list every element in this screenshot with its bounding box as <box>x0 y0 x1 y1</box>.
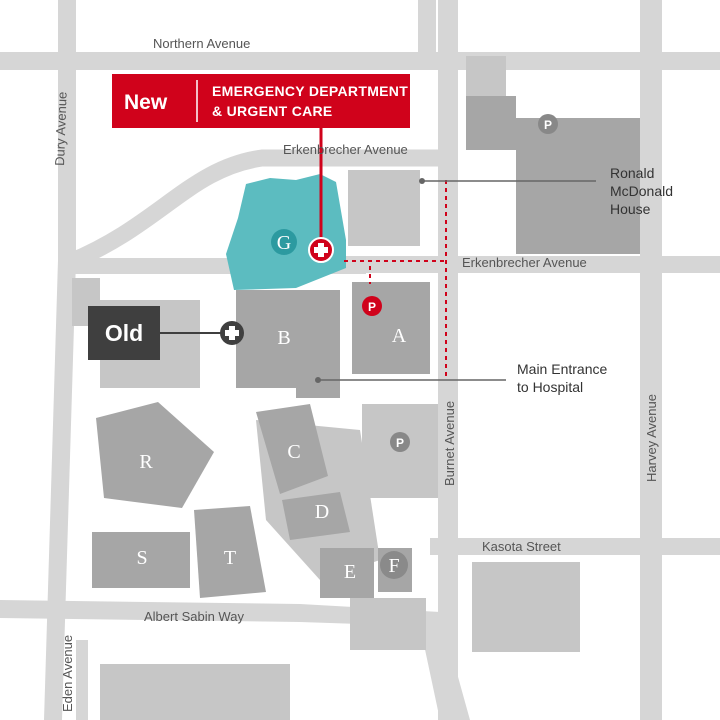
building-e <box>320 548 374 598</box>
dury-avenue-label: Dury Avenue <box>52 91 70 166</box>
emergency-route <box>344 180 447 378</box>
callout-lines <box>158 128 596 381</box>
building-c-letter: C <box>287 441 300 463</box>
northern-avenue-road <box>0 52 720 70</box>
hospital-buildings <box>92 96 640 598</box>
old-ed-label-box <box>88 306 160 360</box>
new-ed-title-line1: EMERGENCY DEPARTMENT <box>212 83 408 99</box>
ronald-mcdonald-line1: Ronald <box>610 165 654 181</box>
erkenbrecher-right-label: Erkenbrecher Avenue <box>462 255 587 270</box>
minor-buildings <box>72 56 580 720</box>
main-entrance-line1: Main Entrance <box>517 361 607 377</box>
new-ed-cross-icon <box>308 237 334 263</box>
new-tag: New <box>124 91 168 114</box>
parking-label-ed: P <box>368 300 376 314</box>
harvey-avenue-label: Harvey Avenue <box>644 394 659 482</box>
erkenbrecher-top-label: Erkenbrecher Avenue <box>283 142 408 157</box>
parking-icon-lot <box>390 432 410 452</box>
ronald-mcdonald-line3: House <box>610 201 651 217</box>
old-ed-cross-icon <box>220 321 244 345</box>
building-s-letter: S <box>136 547 147 569</box>
burnet-avenue-road <box>438 0 458 720</box>
erkenbrecher-avenue-curve <box>66 149 440 270</box>
albert-sabin-way-label: Albert Sabin Way <box>144 609 244 624</box>
building-b-letter: B <box>277 327 290 349</box>
building-e-letter: E <box>344 561 356 583</box>
kasota-street-label: Kasota Street <box>482 539 561 554</box>
building-d <box>282 492 350 540</box>
kasota-building <box>472 562 580 652</box>
building-t-letter: T <box>224 547 236 569</box>
harvey-avenue-road <box>640 0 662 720</box>
building-c <box>256 404 328 494</box>
building-d-letter: D <box>315 501 329 523</box>
parking-icon-garage <box>538 114 558 134</box>
old-tag: Old <box>105 320 143 346</box>
building-s <box>92 532 190 588</box>
northern-avenue-label: Northern Avenue <box>153 36 250 51</box>
entrance-callout-dot <box>315 377 321 383</box>
building-b <box>236 290 340 398</box>
building-t <box>194 506 266 598</box>
north-vertical-road <box>418 0 436 62</box>
main-entrance-line2: to Hospital <box>517 379 583 395</box>
eden-avenue-label: Eden Avenue <box>60 635 75 712</box>
parking-icon-ed <box>362 296 382 316</box>
building-f-letter: F <box>388 555 399 577</box>
bottom-garage <box>100 664 290 720</box>
building-g-letter: G <box>277 232 291 254</box>
ronald-callout-dot <box>419 178 425 184</box>
ronald-mcdonald-line2: McDonald <box>610 183 673 199</box>
burnet-avenue-label: Burnet Avenue <box>442 401 457 486</box>
lower-diagonal-road <box>300 604 470 720</box>
parking-label-garage: P <box>544 118 552 132</box>
old-ed-label: Old <box>88 306 160 360</box>
building-g-badge <box>271 229 297 255</box>
new-ed-title-line2: & URGENT CARE <box>212 103 333 119</box>
building-a-letter: A <box>392 325 407 347</box>
dury-avenue-road <box>58 0 76 260</box>
building-r-letter: R <box>139 451 153 473</box>
parking-garage-main <box>466 96 640 254</box>
building-r <box>96 402 214 508</box>
new-ed-label: New EMERGENCY DEPARTMENT & URGENT CARE <box>112 74 410 128</box>
parking-label-lot: P <box>396 436 404 450</box>
eden-lower-road <box>76 640 88 720</box>
bottom-right-building <box>350 598 426 650</box>
top-small-building <box>348 170 420 246</box>
ronald-house-annex <box>466 56 506 96</box>
building-f-badge <box>380 551 408 579</box>
albert-sabin-way-road <box>0 600 300 622</box>
new-ed-label-box <box>112 74 410 128</box>
kasota-street-road <box>430 538 720 555</box>
